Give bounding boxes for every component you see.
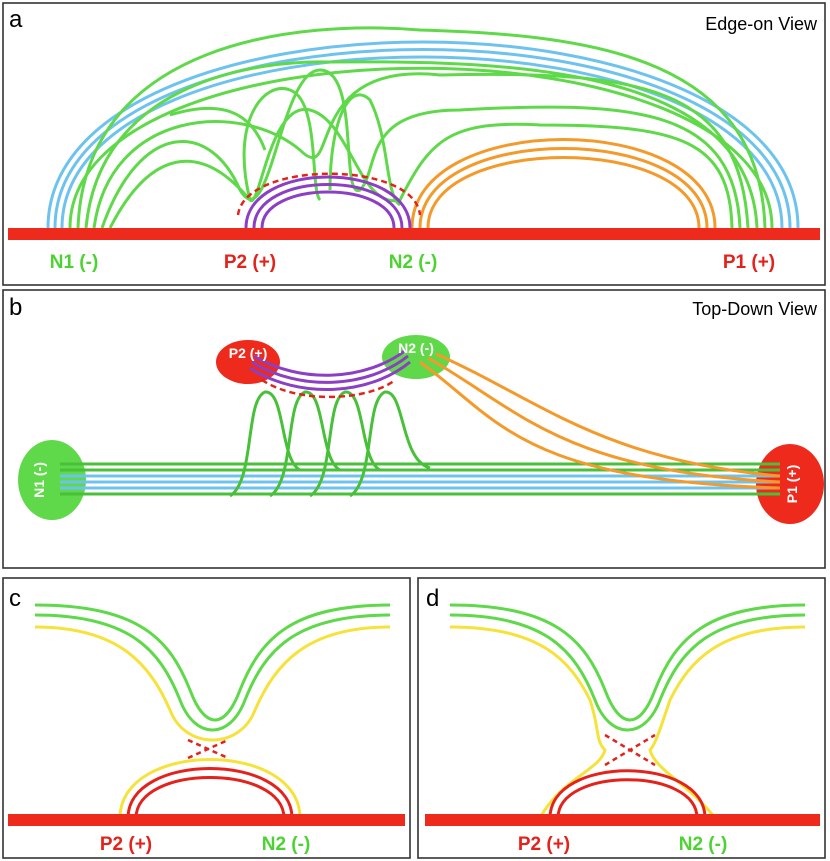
label-p2-d: P2 (+) [518,834,570,855]
green-loops [169,87,402,207]
panel-c: c P2 (+) N2 (-) [2,577,411,859]
photosphere-bar-c [8,814,405,826]
label-n2-d: N2 (-) [679,834,728,855]
orange-top-lines [419,352,781,490]
label-n2-c: N2 (-) [262,834,311,855]
panel-c-lower-lines [118,758,302,819]
photosphere-bar [8,228,820,240]
photosphere-bar-d [425,814,820,826]
panel-c-upper-lines [34,603,391,742]
blue-field-lines [46,40,800,229]
panel-c-letter: c [9,585,21,612]
blob-n2 [382,335,450,379]
label-n1-top: N1 (-) [31,462,47,498]
panel-a: a Edge-on View [2,2,826,286]
current-sheet-dashed [236,172,422,216]
label-p2: P2 (+) [224,252,276,273]
panel-d: d P2 (+) N2 (-) [417,577,826,859]
purple-field-lines [244,175,412,229]
panel-a-title: Edge-on View [705,14,818,34]
panel-b-letter: b [9,294,22,321]
label-p1-top: P1 (+) [784,465,800,504]
panel-a-letter: a [9,6,23,33]
purple-top-lines [249,348,411,391]
panel-d-lower-lines [548,769,707,819]
label-n2: N2 (-) [389,252,438,273]
green-upward-loops [229,390,431,498]
orange-field-lines [410,138,717,229]
panel-d-letter: d [426,585,439,612]
blob-n1 [18,440,86,520]
label-n2-top: N2 (-) [398,340,434,356]
top-current-sheet [261,378,396,399]
panel-a-frame [2,2,826,286]
panel-b-title: Top-Down View [692,299,818,319]
label-p2-c: P2 (+) [100,834,152,855]
label-p2-top: P2 (+) [229,345,268,361]
blob-p2 [216,340,280,384]
panel-b: b Top-Down View [2,289,826,569]
panel-b-frame [2,289,826,569]
reconnection-x-c [187,738,229,760]
reconnection-x-d [604,733,656,767]
label-p1: P1 (+) [723,252,775,273]
label-n1: N1 (-) [50,252,99,273]
